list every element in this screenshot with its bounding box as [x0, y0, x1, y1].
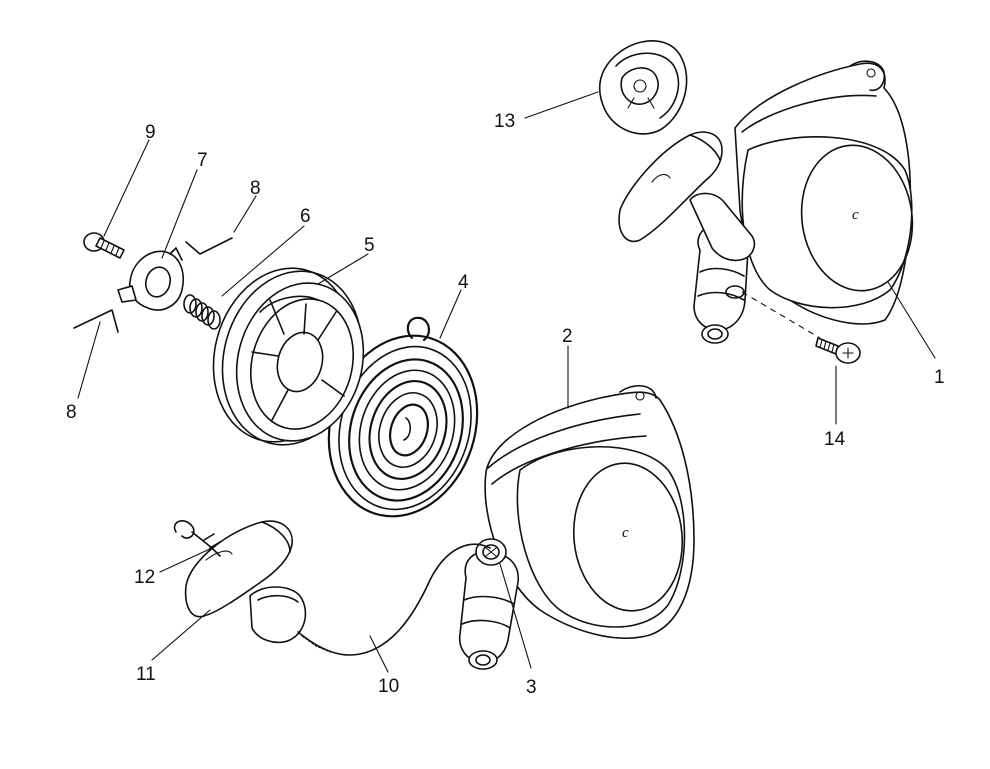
pulley-part-5 [212, 267, 365, 446]
small-spring-part-6 [183, 294, 221, 330]
callout-6: 6 [300, 206, 311, 227]
bolt-part-14 [815, 337, 861, 364]
screw-part-9 [83, 232, 125, 259]
callout-12: 12 [134, 567, 155, 588]
callout-7: 7 [197, 150, 208, 171]
callout-labels: 1 2 3 4 5 6 7 8 8 9 10 11 12 13 14 [66, 111, 945, 698]
pin-part-8-upper [185, 237, 233, 255]
callout-8-upper: 8 [250, 178, 261, 199]
cover-mark-2: c [622, 525, 629, 541]
callout-3: 3 [526, 677, 537, 698]
callout-2: 2 [562, 326, 573, 347]
callout-8-lower: 8 [66, 402, 77, 423]
cap-part-13 [598, 40, 688, 135]
bolt-alignment-line [741, 291, 821, 339]
callout-4: 4 [458, 272, 469, 293]
leader-lines [77, 91, 936, 673]
ratchet-part-7 [117, 247, 184, 311]
callout-14: 14 [824, 429, 846, 450]
callout-13: 13 [494, 111, 515, 132]
rope-part-10 [297, 543, 491, 656]
callout-10: 10 [378, 676, 399, 697]
callout-9: 9 [145, 122, 156, 143]
housing-part-2: c [458, 385, 695, 670]
callout-1: 1 [934, 367, 945, 388]
callout-11: 11 [136, 664, 156, 685]
starter-assembly-part-1: c [618, 60, 914, 344]
handle-part-11 [184, 520, 307, 644]
pin-part-8-lower [73, 309, 119, 333]
callout-5: 5 [364, 235, 375, 256]
cover-mark-1: c [852, 207, 859, 223]
